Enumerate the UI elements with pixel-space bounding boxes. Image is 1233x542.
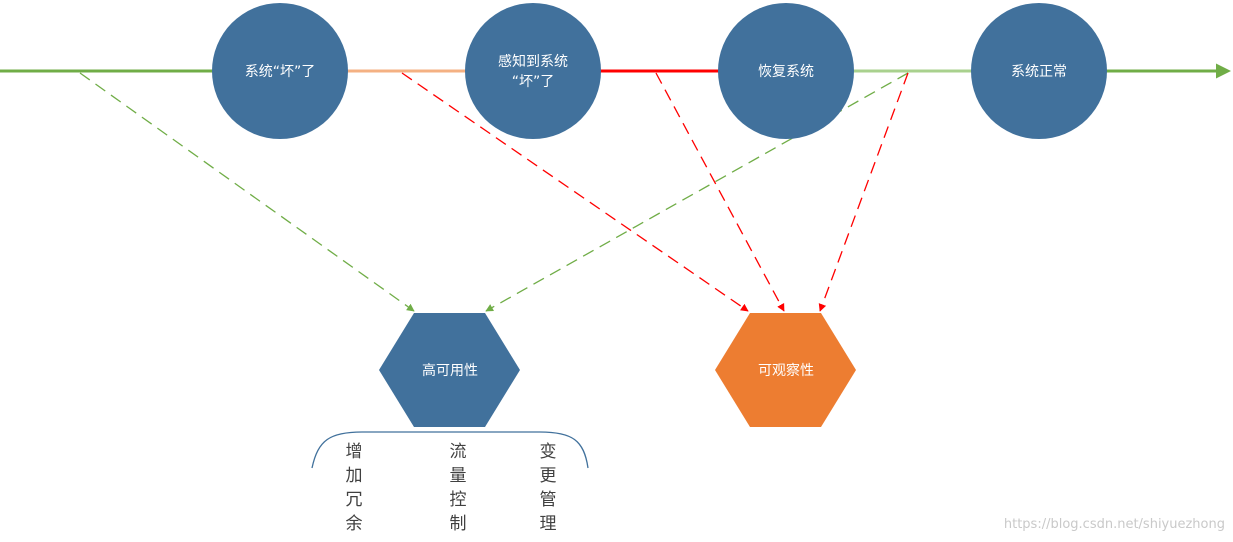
node-circle: [718, 3, 854, 139]
hexagon-availability: 高可用性: [379, 313, 520, 427]
practice-char: 加: [346, 466, 363, 486]
hexagon-shape: [715, 313, 856, 427]
node-label-line-2: “坏”了: [512, 74, 555, 90]
connector-green-to-availability: [79, 72, 415, 312]
practice-char: 制: [450, 514, 467, 534]
node-label: 恢复系统: [758, 63, 814, 80]
hexagon-shape: [379, 313, 520, 427]
practice-char: 控: [450, 490, 467, 510]
practice-char: 变: [540, 442, 557, 462]
node-label: 系统“坏”了: [245, 64, 316, 80]
practice-redundancy: 增 加 冗 余: [346, 442, 363, 534]
hexagon-observability: 可观察性: [715, 313, 856, 427]
watermark-text: https://blog.csdn.net/shiyuezhong: [1004, 517, 1225, 532]
practice-char: 更: [540, 466, 557, 486]
practices-bracket: [311, 431, 589, 469]
node-circle: [212, 3, 348, 139]
practice-char: 余: [346, 514, 363, 534]
node-label-line-1: 感知到系统: [498, 53, 568, 70]
practice-char: 增: [346, 442, 363, 462]
hexagon-label: 高可用性: [422, 362, 478, 379]
practice-char: 管: [540, 490, 557, 510]
practice-char: 冗: [346, 490, 363, 510]
hexagon-label: 可观察性: [758, 362, 814, 379]
node-circle: [971, 3, 1107, 139]
practice-char: 流: [450, 442, 467, 462]
connector-red-detected-to-observability: [655, 72, 785, 312]
practice-change-management: 变 更 管 理: [540, 442, 557, 534]
practice-traffic-control: 流 量 控 制: [450, 442, 467, 534]
connector-red-recovery-to-observability: [818, 72, 909, 312]
node-system-broken: 系统“坏”了: [212, 3, 348, 139]
node-circle: [465, 3, 601, 139]
node-label: 系统正常: [1011, 64, 1067, 80]
practice-char: 量: [450, 466, 467, 486]
node-system-normal: 系统正常: [971, 3, 1107, 139]
node-broken-detected: 感知到系统 “坏”了: [465, 3, 601, 139]
practice-char: 理: [540, 514, 557, 534]
node-system-recovery: 恢复系统: [718, 3, 854, 139]
connector-red-broken-to-observability: [401, 72, 749, 312]
